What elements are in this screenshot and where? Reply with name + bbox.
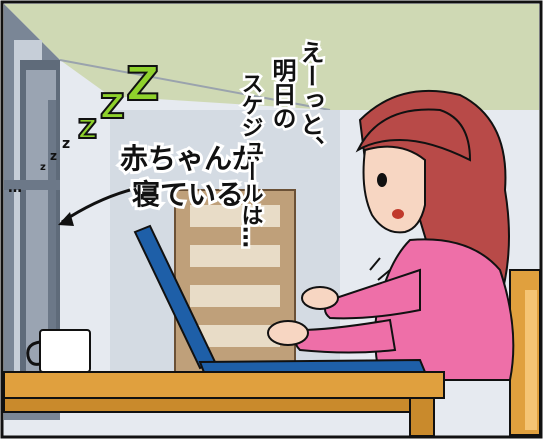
big-z-1: Z bbox=[126, 57, 159, 111]
arrow-head bbox=[58, 212, 74, 226]
ceiling bbox=[4, 4, 539, 110]
chair bbox=[509, 269, 541, 436]
sleep-dots: … bbox=[8, 180, 22, 196]
speech-line-1: えーっと、 bbox=[296, 40, 324, 160]
table bbox=[3, 371, 445, 437]
small-z-1: z bbox=[62, 136, 70, 152]
speech: えーっと、 明日の スケジュールは… bbox=[235, 38, 327, 251]
speech-line-3: スケジュールは… bbox=[238, 72, 263, 248]
caption: 赤ちゃんが 寝ている bbox=[58, 139, 263, 226]
big-z-3: Z bbox=[78, 115, 97, 145]
small-z-2: z bbox=[50, 149, 57, 163]
speech-line-2: 明日の bbox=[268, 58, 296, 130]
small-z-3: z bbox=[40, 162, 46, 173]
caption-line-2: 寝ている bbox=[132, 178, 244, 211]
door bbox=[174, 189, 296, 391]
woman bbox=[267, 89, 515, 381]
sleep-z-marks: Z Z Z z z z … bbox=[8, 56, 160, 196]
big-z-2: Z bbox=[100, 87, 125, 127]
caption-line-1: 赤ちゃんが bbox=[120, 142, 260, 175]
